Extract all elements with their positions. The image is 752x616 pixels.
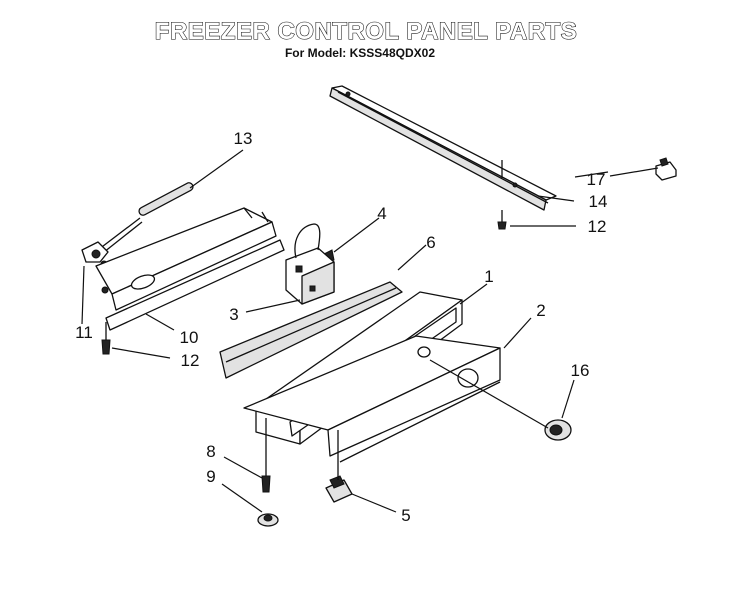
callout-12-left: 12 [181, 351, 200, 370]
callout-14: 14 [589, 192, 608, 211]
diagram-title: FREEZER CONTROL PANEL PARTS [155, 18, 577, 45]
callout-12-right: 12 [588, 217, 607, 236]
part-2-control-panel [243, 335, 501, 463]
callout-6: 6 [426, 233, 435, 252]
callout-5: 5 [401, 506, 410, 525]
part-6-strip [219, 281, 403, 379]
part-16-knob [544, 419, 572, 441]
part-12-screw-left [101, 322, 111, 355]
callout-10: 10 [180, 328, 199, 347]
part-17-clip [655, 157, 677, 181]
part-14-support-bracket [329, 85, 557, 211]
model-subtitle: For Model: KSSS48QDX02 [285, 46, 435, 60]
callout-16: 16 [571, 361, 590, 380]
callout-17: 17 [587, 170, 606, 189]
callout-3: 3 [229, 305, 238, 324]
callout-8: 8 [206, 442, 215, 461]
part-9-foot [257, 513, 279, 527]
callout-1: 1 [484, 267, 493, 286]
part-8-screw [261, 418, 271, 493]
callout-9: 9 [206, 467, 215, 486]
part-3-control-switch [285, 223, 335, 305]
leader-lines [81, 149, 659, 513]
part-10-thermostat-bracket [95, 207, 285, 331]
callout-labels: 13 17 14 12 4 6 1 2 3 11 10 12 16 8 9 5 [75, 129, 607, 525]
callout-4: 4 [377, 204, 386, 223]
callout-11: 11 [75, 323, 93, 342]
part-5-connector [325, 462, 353, 503]
part-12-screw-right [497, 210, 507, 230]
callout-13: 13 [234, 129, 253, 148]
callout-2: 2 [536, 301, 545, 320]
